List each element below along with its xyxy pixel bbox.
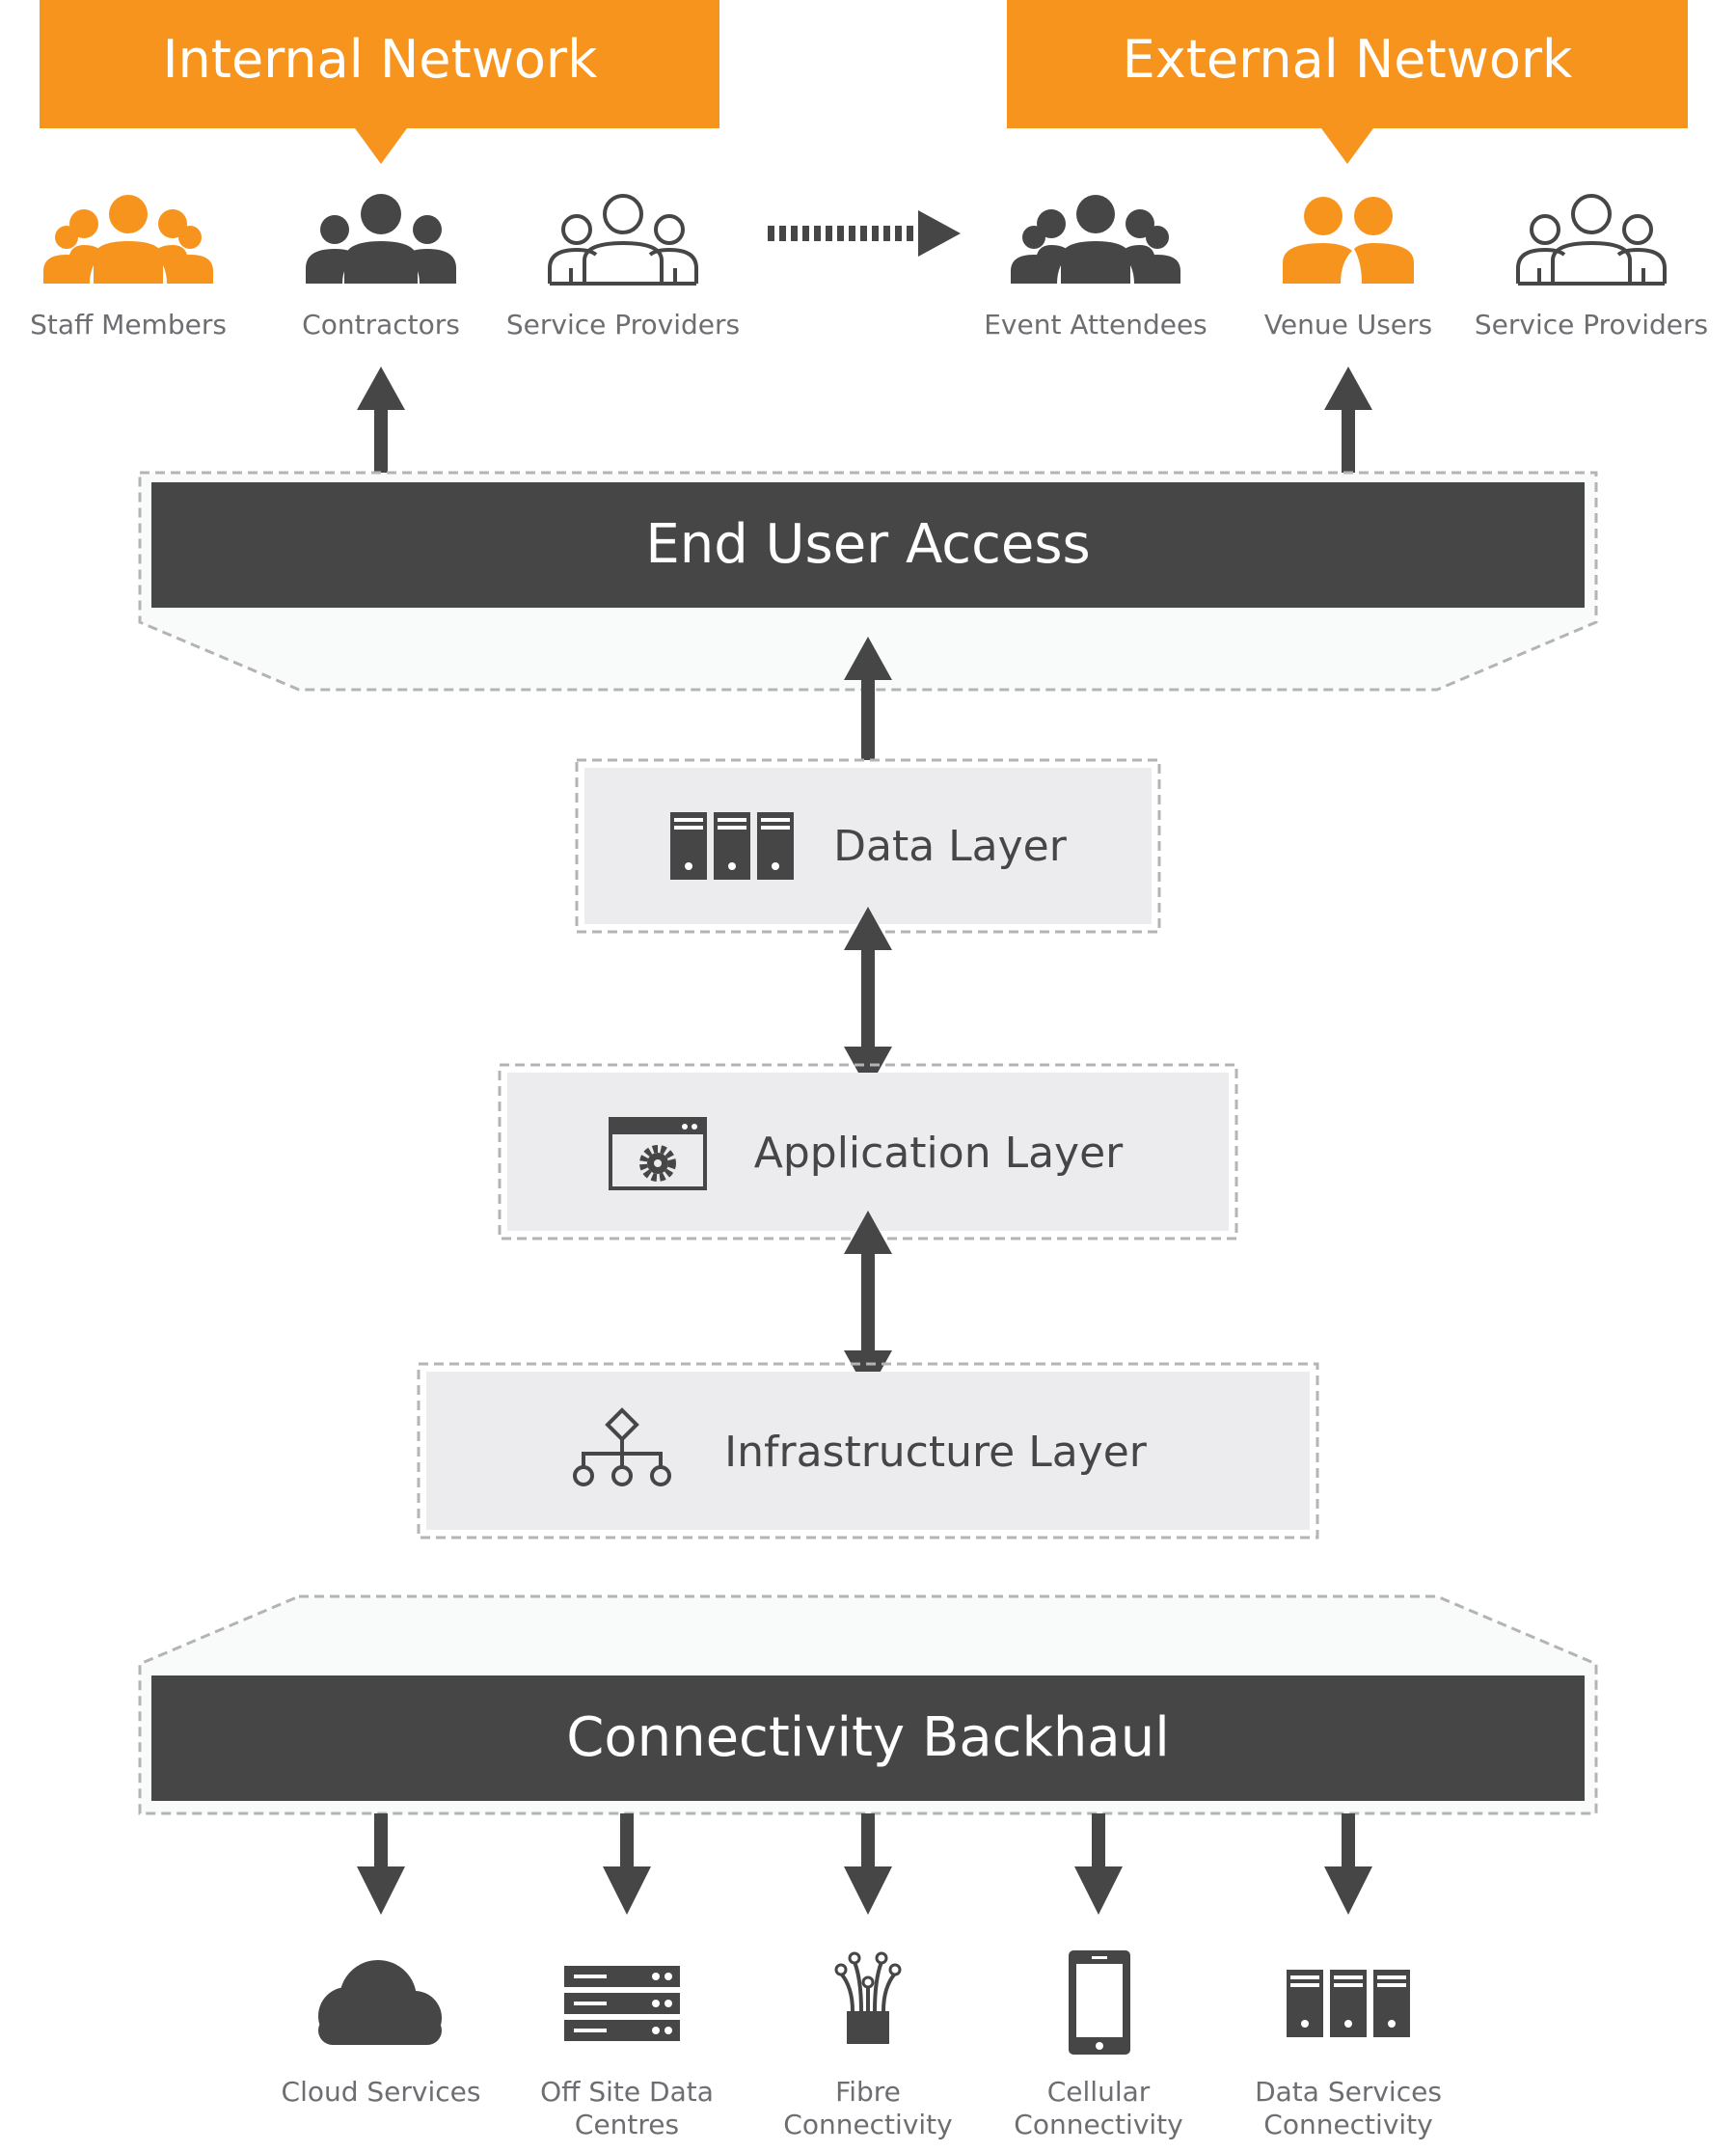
group-label-staff-members: Staff Members — [30, 309, 227, 341]
service-label-cellular-line2: Connectivity — [1014, 2109, 1182, 2140]
data-to-end-user-arrow — [844, 637, 892, 760]
end-user-arrows — [357, 367, 1372, 473]
external-network-title: External Network — [1123, 29, 1573, 90]
group-label-service-providers-internal: Service Providers — [506, 309, 740, 341]
server-racks-icon — [670, 812, 794, 880]
service-label-offsite-line1: Off Site Data — [540, 2076, 714, 2108]
service-label-cellular-line1: Cellular — [1047, 2076, 1151, 2108]
service-label-dataservices-line2: Connectivity — [1263, 2109, 1432, 2140]
cloud-icon — [318, 1960, 442, 2045]
internal-network-title: Internal Network — [163, 29, 598, 90]
staff-members-icon — [43, 195, 213, 284]
group-label-service-providers-external: Service Providers — [1475, 309, 1708, 341]
connectivity-backhaul-layer: Connectivity Backhaul — [138, 1594, 1598, 1815]
application-layer: Application Layer — [498, 1063, 1238, 1240]
event-attendees-icon — [1011, 195, 1180, 284]
network-tree-icon — [573, 1407, 671, 1486]
app-window-gear-icon — [609, 1117, 707, 1190]
server-stack-icon — [564, 1966, 680, 2041]
phone-icon — [1069, 1950, 1130, 2055]
server-racks-icon-services — [1287, 1970, 1410, 2037]
group-label-contractors: Contractors — [302, 309, 460, 341]
data-application-arrow — [844, 907, 892, 1090]
contractors-icon — [306, 194, 456, 284]
service-providers-internal-icon — [548, 194, 698, 286]
group-label-venue-users: Venue Users — [1264, 309, 1432, 341]
service-label-fibre-line2: Connectivity — [783, 2109, 952, 2140]
service-label-dataservices-line1: Data Services — [1255, 2076, 1442, 2108]
service-label-cloud: Cloud Services — [282, 2076, 481, 2108]
end-user-access-layer: End User Access — [138, 471, 1598, 692]
internal-network-header: Internal Network — [40, 0, 719, 164]
service-providers-external-icon — [1516, 194, 1667, 286]
infrastructure-layer: Infrastructure Layer — [417, 1362, 1319, 1539]
service-label-fibre-line1: Fibre — [835, 2076, 901, 2108]
internal-to-external-arrow — [768, 210, 961, 257]
backhaul-service-arrows — [357, 1813, 1372, 1915]
fibre-icon — [834, 1951, 902, 2044]
application-layer-title: Application Layer — [754, 1129, 1124, 1178]
service-label-offsite-line2: Centres — [575, 2109, 679, 2140]
data-layer: Data Layer — [575, 758, 1161, 934]
external-network-header: External Network — [1007, 0, 1688, 164]
venue-users-icon — [1283, 197, 1414, 284]
end-user-access-title: End User Access — [645, 513, 1090, 576]
application-infrastructure-arrow — [844, 1211, 892, 1394]
connectivity-backhaul-title: Connectivity Backhaul — [566, 1706, 1170, 1769]
data-layer-title: Data Layer — [833, 822, 1068, 871]
infrastructure-layer-title: Infrastructure Layer — [724, 1428, 1148, 1477]
group-label-event-attendees: Event Attendees — [984, 309, 1207, 341]
